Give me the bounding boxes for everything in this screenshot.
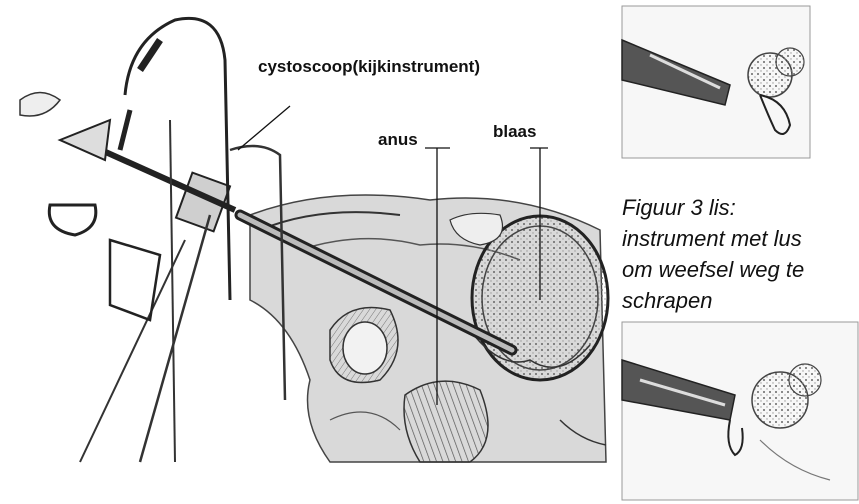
caption-line-1: Figuur 3 lis: <box>622 192 858 223</box>
inset-top <box>622 6 810 158</box>
eye <box>20 93 60 117</box>
rectum <box>404 381 488 462</box>
label-anus: anus <box>378 130 418 150</box>
eyepiece <box>60 120 110 160</box>
inset-bottom <box>622 322 858 500</box>
caption-line-4: schrapen <box>622 285 858 316</box>
figure-caption: Figuur 3 lis: instrument met lus om weef… <box>622 192 858 316</box>
caption-line-3: om weefsel weg te <box>622 254 858 285</box>
pelvic-anatomy <box>250 195 608 462</box>
testicle <box>343 322 387 374</box>
label-cystoscope: cystoscoop(kijkinstrument) <box>258 57 480 77</box>
caption-line-2: instrument met lus <box>622 223 858 254</box>
label-bladder: blaas <box>493 122 536 142</box>
